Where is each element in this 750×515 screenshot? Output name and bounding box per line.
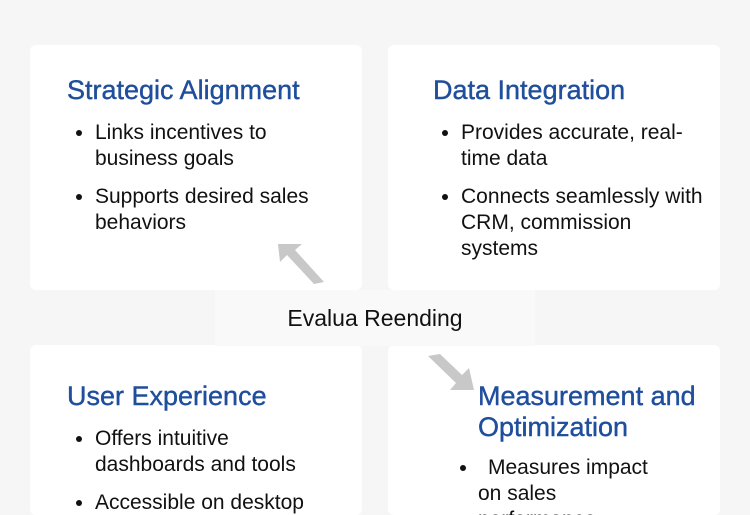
bullet: Provides accurate, real-time data — [461, 120, 711, 172]
bullet: Measures impact on sales performance — [460, 455, 660, 515]
bullet: Offers intuitive dashboards and tools — [95, 426, 325, 478]
card-title: Data Integration — [433, 75, 626, 105]
card-title: User Experience — [67, 381, 267, 411]
card-user-experience: User Experience Offers intuitive dashboa… — [30, 345, 362, 515]
bullet: Links incentives to business goals — [95, 120, 325, 172]
card-title: Strategic Alignment — [67, 75, 300, 105]
bullet: Connects seamlessly with CRM, commission… — [461, 184, 711, 262]
card-measurement-optimization: Measurement and Optimization Measures im… — [388, 345, 720, 515]
card-strategic-alignment: Strategic Alignment Links incentives to … — [30, 45, 362, 290]
bullet: Supports desired sales behaviors — [95, 184, 325, 236]
arrow-up-left-icon — [278, 244, 324, 284]
center-label: Evalua Reending — [215, 290, 535, 346]
bullet: Accessible on desktop — [95, 490, 325, 515]
card-data-integration: Data Integration Provides accurate, real… — [388, 45, 720, 290]
card-title: Measurement and Optimization — [478, 381, 696, 442]
arrow-down-right-icon — [428, 354, 474, 390]
